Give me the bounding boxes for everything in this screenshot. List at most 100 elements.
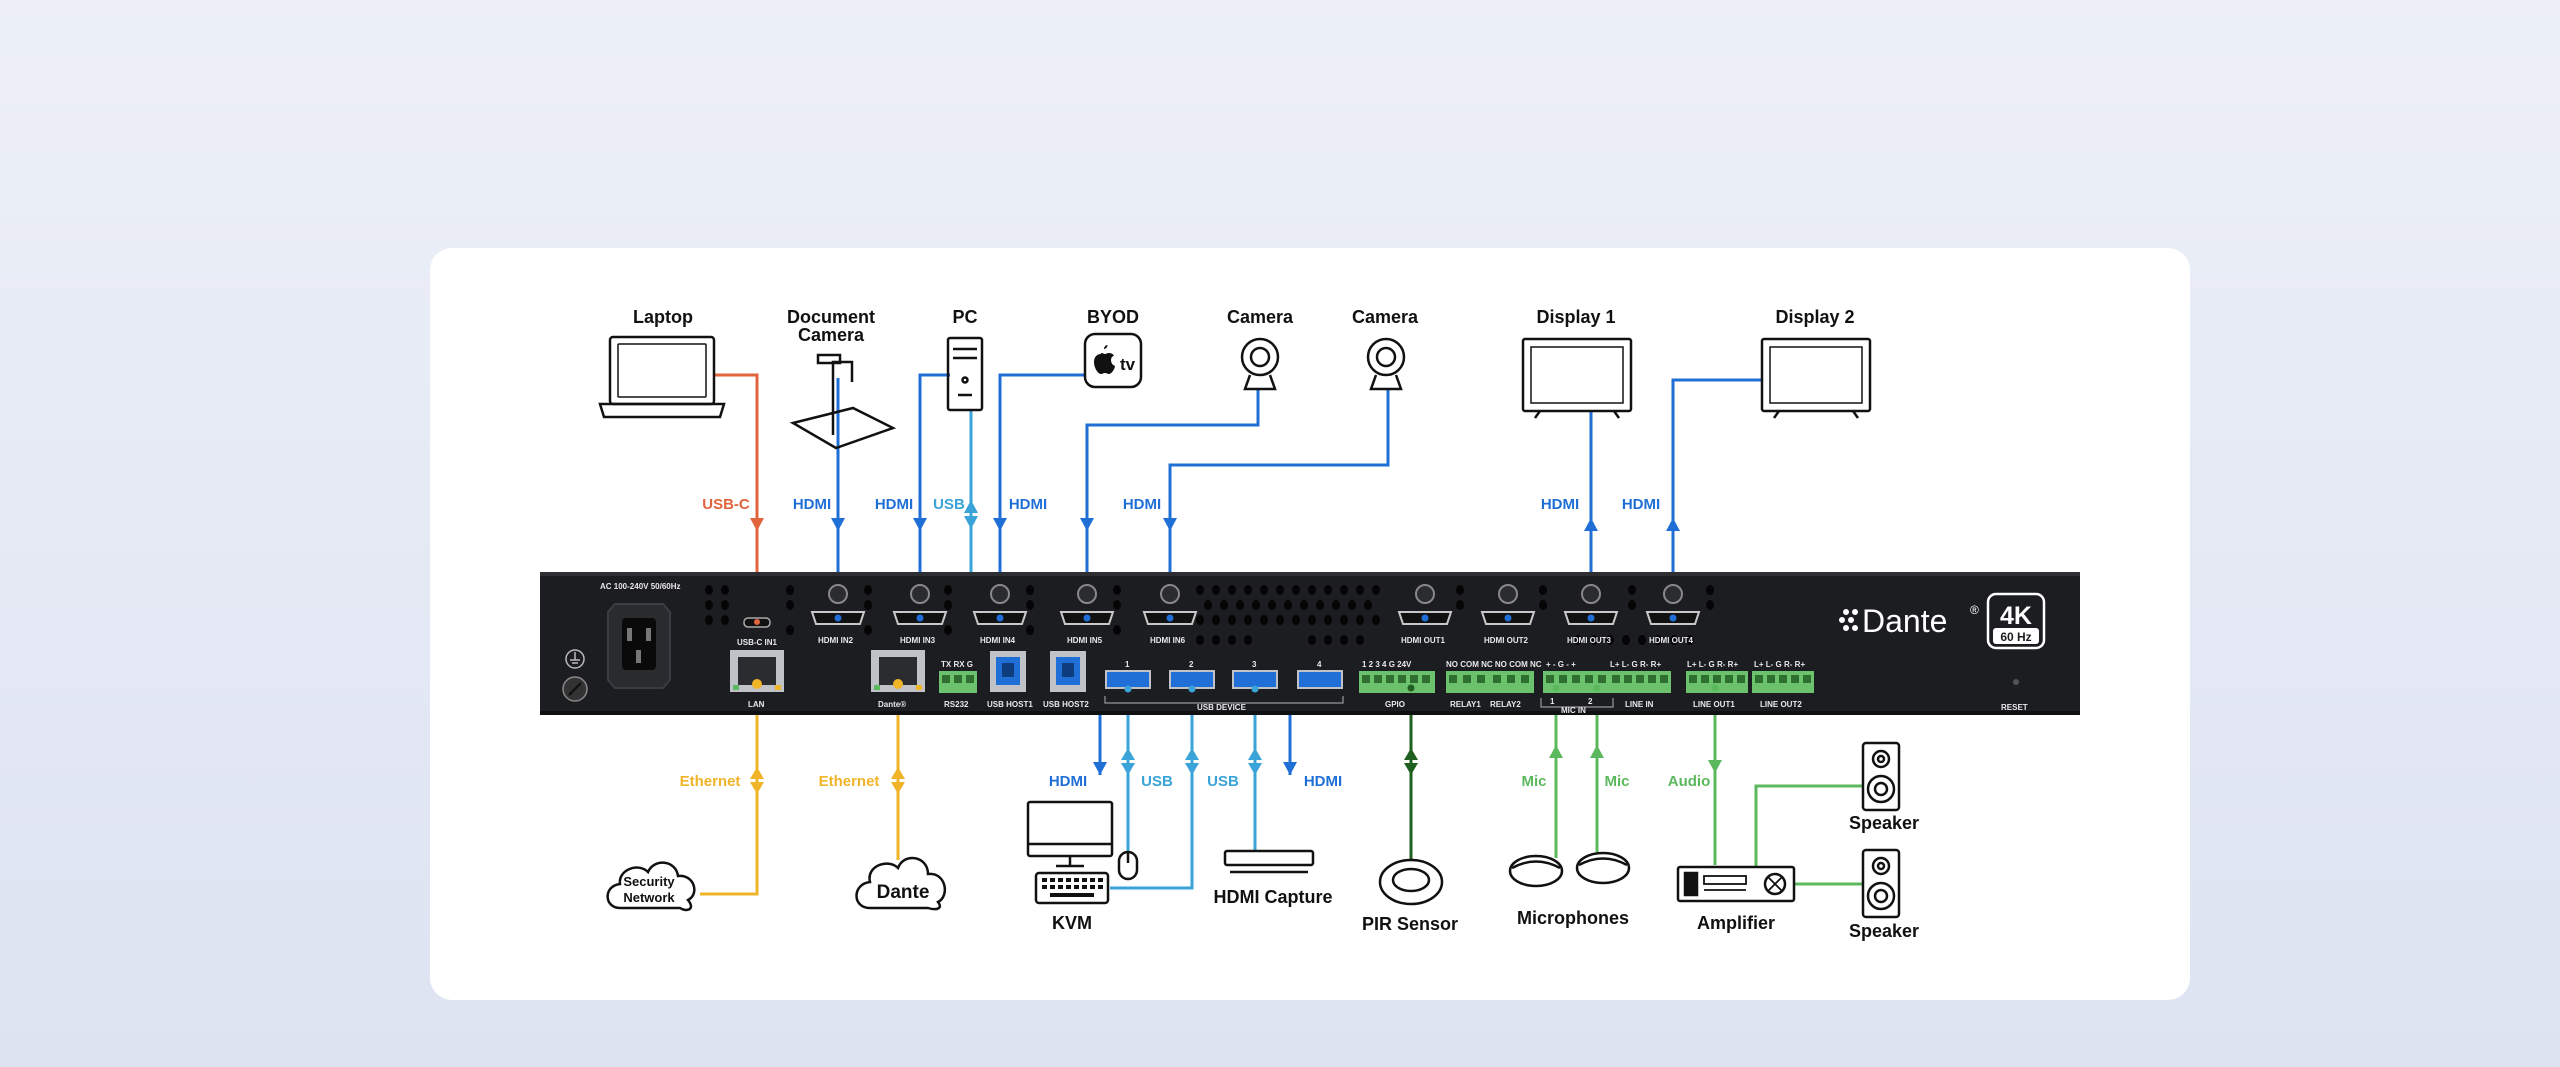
arrow-byod <box>993 518 1007 531</box>
power-socket <box>607 603 671 689</box>
laptop-icon <box>598 335 726 419</box>
label-display-2: Display 2 <box>1775 307 1854 327</box>
arrow-display1 <box>1584 518 1598 531</box>
conn-hdmi-in2: HDMI <box>793 496 831 513</box>
mic-in-terminal <box>1540 671 1614 708</box>
arrow-display2 <box>1666 518 1680 531</box>
speaker-icon-2 <box>1861 848 1901 919</box>
lan-label: LAN <box>748 700 765 709</box>
label-speaker-1: Speaker <box>1849 813 1919 833</box>
bottom-connection-labels: Ethernet Ethernet HDMI USB USB HDMI Mic … <box>680 773 1711 790</box>
arrow-kvm-usb2-up <box>1185 748 1199 760</box>
arrow-gpio-down <box>1404 763 1418 775</box>
arrowheads <box>750 500 1880 891</box>
line-laptop-usbc <box>715 373 759 622</box>
gpio-pins-label: 1 2 3 4 G 24V <box>1362 660 1412 669</box>
label-document-camera-2: Camera <box>798 325 865 345</box>
mic-num-1: 1 <box>1550 697 1555 706</box>
arrow-pc-usb-up <box>964 500 978 513</box>
usb-num-2: 2 <box>1189 660 1194 669</box>
reset-button <box>2013 679 2019 685</box>
usbc-dot <box>754 619 760 625</box>
top-connection-labels: USB-C HDMI HDMI USB HDMI HDMI HDMI HDMI <box>702 496 1660 513</box>
label-amplifier: Amplifier <box>1697 913 1775 933</box>
4k-60hz-badge: 4K 60 Hz <box>1986 592 2046 650</box>
line-speaker1 <box>1754 784 1868 868</box>
line-in-label: LINE IN <box>1625 700 1654 709</box>
arrow-mic2 <box>1590 745 1604 758</box>
lan-dot <box>752 679 762 689</box>
hdmi-in3-label: HDMI IN3 <box>900 636 936 645</box>
hdmi-capture-icon <box>1223 849 1315 874</box>
label-display-1: Display 1 <box>1536 307 1615 327</box>
arrow-eth-dante-up <box>891 767 905 779</box>
arrow-usbc <box>750 518 764 531</box>
conn-hdmi-in5: HDMI <box>1123 496 1161 513</box>
arrow-pc <box>913 518 927 531</box>
arrow-pc-usb-down <box>964 516 978 529</box>
conn-audio: Audio <box>1668 773 1711 790</box>
line-out1-label: LINE OUT1 <box>1693 700 1735 709</box>
label-pc: PC <box>952 307 977 327</box>
arrow-kvm-usb2-down <box>1185 763 1199 775</box>
usb-device-label: USB DEVICE <box>1197 703 1247 712</box>
mic-in-label: MIC IN <box>1561 706 1586 715</box>
pc-tower-icon <box>946 336 984 412</box>
webcam-icon-2 <box>1366 337 1406 391</box>
dante-dot <box>893 679 903 689</box>
arrow-eth-dante-down <box>891 782 905 794</box>
hdmi-out3-label: HDMI OUT3 <box>1567 636 1612 645</box>
power-label: AC 100-240V 50/60Hz <box>600 582 681 591</box>
gpio-terminal <box>1359 671 1435 693</box>
arrow-doccam <box>831 518 845 531</box>
label-speaker-2: Speaker <box>1849 921 1919 941</box>
display-2-icon <box>1760 337 1872 419</box>
line-out1-terminal <box>1686 671 1748 693</box>
cloud-dante-icon <box>855 856 947 911</box>
rs232-terminal <box>939 671 977 693</box>
rs232-pins-label: TX RX G <box>941 660 973 669</box>
cloud-security-icon <box>606 861 696 912</box>
conn-kvm-usb1: USB <box>1141 773 1173 790</box>
usb-num-1: 1 <box>1125 660 1130 669</box>
label-microphones: Microphones <box>1517 908 1629 928</box>
arrow-eth-lan-down <box>750 782 764 794</box>
dante-flower-icon <box>1839 609 1858 631</box>
apple-tv-icon: tv <box>1083 332 1143 389</box>
badge-4k-text: 4K <box>2000 602 2032 630</box>
line-byod-hdmi <box>998 373 1085 593</box>
hdmi-in4-label: HDMI IN4 <box>980 636 1016 645</box>
arrow-gpio-up <box>1404 748 1418 760</box>
line-out2-terminal <box>1752 671 1814 693</box>
conn-ethernet-dante: Ethernet <box>819 773 880 790</box>
microphone-icon-1 <box>1508 854 1564 888</box>
amplifier-icon <box>1676 865 1796 903</box>
label-camera-1: Camera <box>1227 307 1294 327</box>
arrow-kvm-usb1-down <box>1121 763 1135 775</box>
arrow-cap-usb-up <box>1248 748 1262 760</box>
usb-num-4: 4 <box>1317 660 1322 669</box>
conn-ethernet-lan: Ethernet <box>680 773 741 790</box>
ground-screw-icon <box>562 649 588 702</box>
usbc-in1-label: USB-C IN1 <box>737 638 778 647</box>
dante-brand-mark: ® <box>1970 603 1979 617</box>
mic-num-2: 2 <box>1588 697 1593 706</box>
badge-hz-text: 60 Hz <box>2000 630 2031 644</box>
conn-hdmi-in3: HDMI <box>875 496 913 513</box>
kvm-monitor-icon <box>1026 800 1114 868</box>
arrow-kvm-hdmi <box>1093 762 1107 775</box>
arrow-cam2 <box>1163 518 1177 531</box>
hdmi-out1-label: HDMI OUT1 <box>1401 636 1446 645</box>
gpio-label: GPIO <box>1385 700 1405 709</box>
line-cam2-hdmi <box>1168 390 1390 593</box>
usb-device-ports: 1 2 3 4 <box>1104 660 1344 704</box>
arrow-cap-usb-down <box>1248 763 1262 775</box>
webcam-icon-1 <box>1240 337 1280 391</box>
label-byod: BYOD <box>1087 307 1139 327</box>
conn-pc-usb: USB <box>933 496 965 513</box>
line-cam1-hdmi <box>1085 390 1260 593</box>
rs232-label: RS232 <box>944 700 969 709</box>
keyboard-icon <box>1034 871 1110 905</box>
microphone-icon-2 <box>1575 851 1631 885</box>
mouse-icon <box>1117 850 1139 881</box>
